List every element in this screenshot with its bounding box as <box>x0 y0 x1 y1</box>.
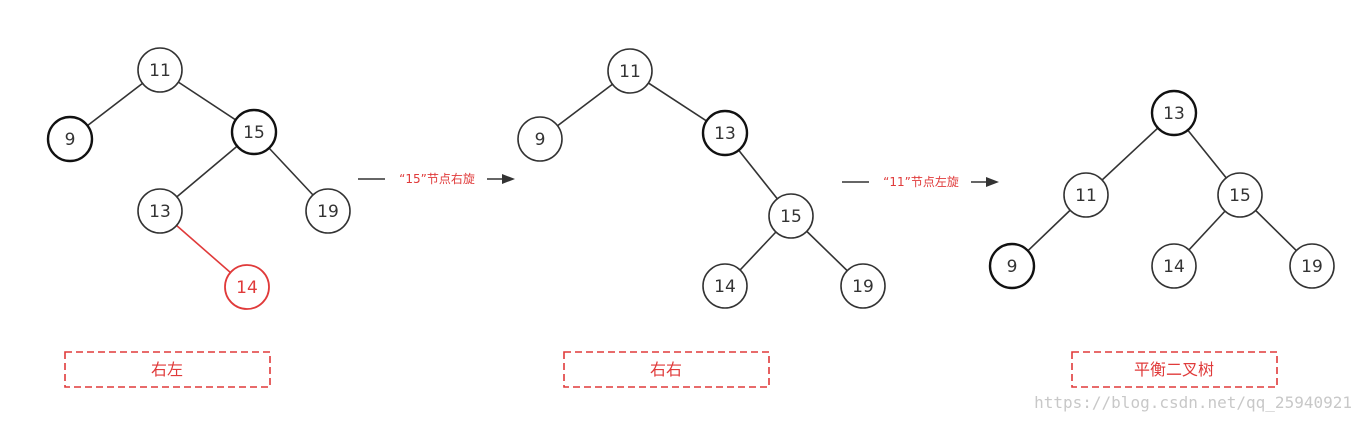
tree-3-node-14: 14 <box>1151 243 1197 289</box>
node-label: 14 <box>236 278 258 298</box>
caption-3: 平衡二叉树 <box>1071 351 1278 388</box>
node-label: 19 <box>317 202 339 222</box>
caption-2-text: 右右 <box>650 360 682 379</box>
tree-3-node-15: 15 <box>1217 172 1263 218</box>
node-label: 15 <box>780 207 802 227</box>
node-circle <box>768 193 814 239</box>
tree-1-node-14: 14 <box>224 264 270 310</box>
node-label: 15 <box>1229 186 1251 206</box>
node-circle <box>701 109 749 157</box>
tree-2-node-19: 19 <box>840 263 886 309</box>
node-circle <box>46 115 94 163</box>
nodes-layer: 11 9 15 13 19 14 11 9 13 15 14 19 13 11 15 9 14 19 <box>46 47 1335 310</box>
node-circle <box>305 188 351 234</box>
tree-1-node-13: 13 <box>137 188 183 234</box>
tree-3-node-9: 9 <box>988 242 1036 290</box>
rotation-arrow-2-label: “11”节点左旋 <box>883 174 959 189</box>
node-circle <box>517 116 563 162</box>
node-circle <box>1289 243 1335 289</box>
node-circle <box>1150 89 1198 137</box>
node-label: 14 <box>714 277 736 297</box>
node-label: 15 <box>243 123 265 143</box>
tree-1-node-11: 11 <box>137 47 183 93</box>
node-circle <box>840 263 886 309</box>
tree-2-node-11: 11 <box>607 48 653 94</box>
tree-2-node-9: 9 <box>517 116 563 162</box>
node-circle <box>230 108 278 156</box>
node-label: 9 <box>535 130 546 150</box>
tree-2-node-14: 14 <box>702 263 748 309</box>
node-circle <box>607 48 653 94</box>
node-circle <box>988 242 1036 290</box>
rotation-arrow-1: “15”节点右旋 <box>358 171 515 186</box>
node-circle <box>137 47 183 93</box>
rotation-arrow-2: “11”节点左旋 <box>842 174 999 189</box>
node-label: 13 <box>714 124 736 144</box>
caption-1-text: 右左 <box>151 360 183 379</box>
arrow-head-icon <box>502 174 515 184</box>
node-label: 19 <box>852 277 874 297</box>
tree-1-node-9: 9 <box>46 115 94 163</box>
tree-1-node-15: 15 <box>230 108 278 156</box>
rotation-arrow-1-label: “15”节点右旋 <box>399 171 475 186</box>
node-circle <box>702 263 748 309</box>
tree-2-node-13: 13 <box>701 109 749 157</box>
arrow-head-icon <box>986 177 999 187</box>
node-circle <box>137 188 183 234</box>
node-label: 13 <box>149 202 171 222</box>
node-circle <box>1063 172 1109 218</box>
tree-3-node-13: 13 <box>1150 89 1198 137</box>
node-label: 11 <box>619 62 641 82</box>
tree-3-node-19: 19 <box>1289 243 1335 289</box>
tree-1-node-19: 19 <box>305 188 351 234</box>
edges-layer <box>69 69 1313 288</box>
node-label: 19 <box>1301 257 1323 277</box>
node-label: 11 <box>149 61 171 81</box>
node-label: 9 <box>1007 257 1018 277</box>
node-label: 14 <box>1163 257 1185 277</box>
node-circle <box>1217 172 1263 218</box>
node-label: 11 <box>1075 186 1097 206</box>
caption-3-text: 平衡二叉树 <box>1134 360 1214 379</box>
node-circle <box>1151 243 1197 289</box>
tree-3-node-11: 11 <box>1063 172 1109 218</box>
node-label: 13 <box>1163 104 1185 124</box>
node-label: 9 <box>65 130 76 150</box>
node-circle <box>224 264 270 310</box>
watermark-text: https://blog.csdn.net/qq_25940921 <box>1034 393 1352 412</box>
caption-1: 右左 <box>64 351 271 388</box>
caption-2: 右右 <box>563 351 770 388</box>
tree-2-node-15: 15 <box>768 193 814 239</box>
